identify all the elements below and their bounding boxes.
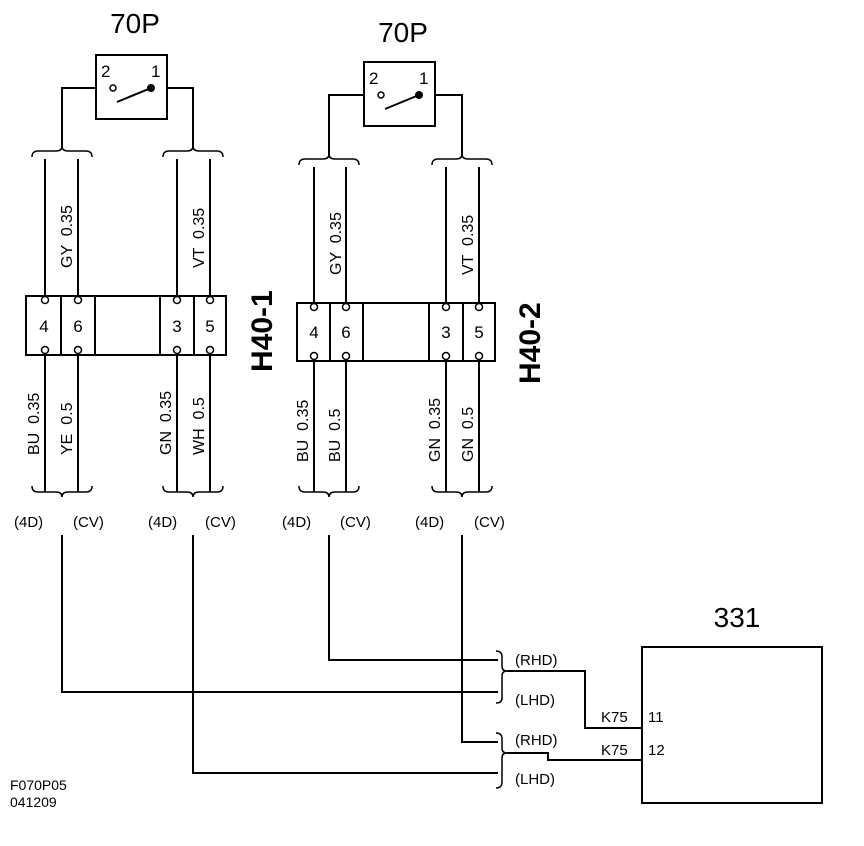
figure-date: 041209	[10, 794, 57, 810]
hand-labels: (RHD) (LHD) (RHD) (LHD)	[515, 652, 558, 788]
variant-rhd: (RHD)	[515, 652, 558, 669]
routing-wires	[61, 535, 642, 789]
switch-lever	[116, 87, 152, 103]
switch-lever	[384, 94, 420, 110]
connector-h40-2: GY 0.35 VT 0.35 4 6 3 5 H40-2 BU 0.35 BU…	[295, 167, 547, 492]
wire-label-bu: BU 0.35	[295, 400, 312, 462]
variant-cv: (CV)	[340, 514, 371, 531]
switch-pin-2: 2	[101, 62, 110, 81]
wire-label-wh: WH 0.5	[191, 397, 208, 455]
wire-label-bu: BU 0.5	[327, 409, 344, 462]
switch-label: 70P	[378, 17, 428, 48]
variant-labels: (4D) (CV) (4D) (CV) (4D) (CV) (4D) (CV)	[14, 514, 505, 531]
wire-label-gn: GN 0.5	[460, 407, 477, 462]
pin-6: 6	[341, 323, 350, 342]
wire-label-gn: GN 0.35	[158, 391, 175, 455]
switch-70p-2: 70P 2 1	[328, 17, 463, 155]
pin-4: 4	[39, 317, 48, 336]
connector-body	[25, 295, 227, 356]
figure-code: F070P05	[10, 777, 67, 793]
module-pin-12: 12	[648, 742, 665, 759]
switch-pin-1: 1	[419, 69, 428, 88]
variant-4d: (4D)	[282, 514, 311, 531]
pin-3: 3	[172, 317, 181, 336]
switch-70p-1: 70P 2 1	[61, 8, 194, 148]
connector-label: H40-2	[514, 302, 547, 384]
variant-4d: (4D)	[14, 514, 43, 531]
wire-label-vt: VT 0.35	[191, 208, 208, 268]
pin-5: 5	[205, 317, 214, 336]
module-conn-k75: K75	[601, 709, 628, 726]
variant-rhd: (RHD)	[515, 732, 558, 749]
switch-pin-1: 1	[151, 62, 160, 81]
connector-label: H40-1	[246, 290, 279, 372]
pin-5: 5	[474, 323, 483, 342]
connector-body	[296, 302, 496, 362]
variant-cv: (CV)	[73, 514, 104, 531]
pin-6: 6	[73, 317, 82, 336]
pin-3: 3	[441, 323, 450, 342]
variant-4d: (4D)	[148, 514, 177, 531]
top-braces	[31, 145, 493, 166]
bottom-braces	[31, 485, 493, 498]
connector-h40-1: GY 0.35 VT 0.35 4 6 3 5 H40-1 BU 0.35 YE…	[25, 159, 279, 492]
wire-label-ye: YE 0.5	[59, 402, 76, 455]
module-pin-11: 11	[648, 709, 664, 726]
wire-label-gy: GY 0.35	[59, 205, 76, 268]
module-body	[641, 646, 823, 804]
variant-4d: (4D)	[415, 514, 444, 531]
module-conn-k75: K75	[601, 742, 628, 759]
switch-label: 70P	[110, 8, 160, 39]
module-331: 331 K75 11 K75 12	[601, 602, 823, 804]
wire-label-bu: BU 0.35	[26, 393, 43, 455]
footer: F070P05 041209	[10, 777, 67, 810]
wire-label-gy: GY 0.35	[328, 212, 345, 275]
variant-lhd: (LHD)	[515, 771, 555, 788]
pin-4: 4	[309, 323, 318, 342]
wire-label-gn: GN 0.35	[427, 398, 444, 462]
variant-lhd: (LHD)	[515, 692, 555, 709]
module-label: 331	[714, 602, 761, 633]
wire-label-vt: VT 0.35	[460, 215, 477, 275]
variant-cv: (CV)	[474, 514, 505, 531]
switch-contact	[109, 84, 117, 92]
switch-contact	[377, 91, 385, 99]
variant-cv: (CV)	[205, 514, 236, 531]
switch-pin-2: 2	[369, 69, 378, 88]
